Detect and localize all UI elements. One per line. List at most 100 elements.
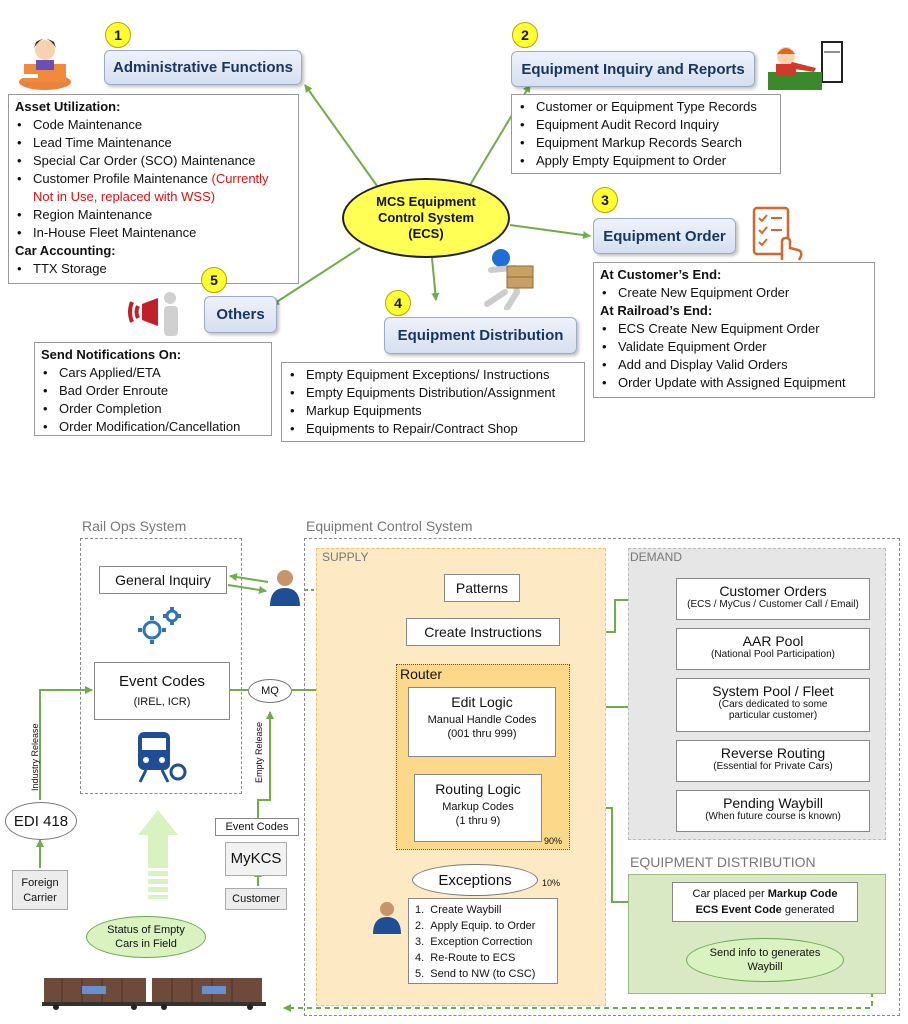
customer-profile-label: Customer Profile Maintenance <box>33 171 212 186</box>
user-icon <box>270 570 300 606</box>
routing-logic-sub1: Markup Codes <box>442 801 514 813</box>
send-notifications-heading: Send Notifications On: <box>41 347 182 362</box>
demand-title: AAR Pool <box>742 633 804 649</box>
equipment-distribution-label: EQUIPMENT DISTRIBUTION <box>630 854 816 870</box>
edit-logic-title: Edit Logic <box>451 694 513 710</box>
demand-sub: (When future course is known) <box>705 811 841 822</box>
ecs-event-line: ECS Event Code generated <box>695 904 835 916</box>
demand-item: Customer Orders (ECS / MyCus / Customer … <box>676 578 870 620</box>
demand-title: Pending Waybill <box>723 795 823 811</box>
gears-icon <box>138 607 181 644</box>
list-item: Customer Profile Maintenance (Currently … <box>15 170 292 206</box>
exception-step-4: 4. Re-Route to ECS <box>415 952 516 964</box>
routing-logic-title: Routing Logic <box>435 781 521 797</box>
delivery-person-icon <box>484 249 534 310</box>
supply-label: SUPPLY <box>322 550 369 564</box>
list-item: Validate Equipment Order <box>600 338 868 356</box>
list-item: Order Completion <box>41 400 265 418</box>
event-codes-sub: (IREL, ICR) <box>133 696 191 708</box>
arrow-to-general-inquiry <box>229 573 269 583</box>
exception-step-3: 3. Exception Correction <box>415 936 533 948</box>
demand-item: Reverse Routing (Essential for Private C… <box>676 740 870 782</box>
number-badge-5: 5 <box>201 267 227 293</box>
center-line-3: (ECS) <box>408 226 444 241</box>
rail-cars-image <box>42 978 266 1010</box>
arrow-to-others <box>271 247 361 306</box>
status-empty-cars-node: Status of Empty Cars in Field <box>86 916 206 958</box>
list-item: Markup Equipments <box>288 402 578 420</box>
administrative-functions-list: Asset Utilization: Code Maintenance Lead… <box>8 94 299 284</box>
arrow-to-order <box>509 224 591 240</box>
checklist-order-icon <box>752 206 803 261</box>
patterns-box: Patterns <box>444 574 520 602</box>
foreign-carrier-box: Foreign Carrier <box>12 870 68 910</box>
arrow-to-distribution <box>431 257 440 301</box>
demand-sub: (Cars dedicated to some particular custo… <box>718 699 828 721</box>
list-item: Empty Equipments Distribution/Assignment <box>288 384 578 402</box>
asset-utilization-heading: Asset Utilization: <box>15 99 121 114</box>
number-badge-3: 3 <box>592 187 618 213</box>
office-worker-icon <box>19 39 71 90</box>
train-gear-icon <box>138 732 187 783</box>
list-item: Order Modification/Cancellation <box>41 418 265 436</box>
list-item: Region Maintenance <box>15 206 292 224</box>
exceptions-node: Exceptions <box>412 864 538 896</box>
demand-item: Pending Waybill (When future course is k… <box>676 790 870 832</box>
equipment-inquiry-list: Customer or Equipment Type Records Equip… <box>511 94 781 174</box>
status-up-arrow <box>138 810 178 899</box>
list-item: Cars Applied/ETA <box>41 364 265 382</box>
rail-ops-system-label: Rail Ops System <box>82 518 187 534</box>
router-percent: 90% <box>544 836 563 846</box>
arrow-from-general-inquiry <box>227 584 267 594</box>
arrow-mykcs-to-mq <box>257 711 274 818</box>
ecs-label: Equipment Control System <box>306 518 473 534</box>
industry-release-label: Industry Release <box>30 723 40 791</box>
others-list: Send Notifications On: Cars Applied/ETA … <box>34 342 272 436</box>
center-line-2: Control System <box>377 210 475 225</box>
demand-item: AAR Pool (National Pool Participation) <box>676 628 870 670</box>
mykcs-box: MyKCS <box>225 842 287 876</box>
mq-node: MQ <box>248 679 292 703</box>
list-item: Special Car Order (SCO) Maintenance <box>15 152 292 170</box>
railroads-end-heading: At Railroad’s End: <box>600 303 713 318</box>
demand-label: DEMAND <box>630 550 683 564</box>
rail-ops-system-frame <box>80 538 242 794</box>
center-line-1: MCS Equipment <box>376 194 476 209</box>
list-item: Create New Equipment Order <box>600 284 868 302</box>
demand-sub: (National Pool Participation) <box>711 649 835 660</box>
others-title: Others <box>204 296 277 333</box>
equipment-order-title: Equipment Order <box>593 218 736 254</box>
routing-logic-box: Routing Logic Markup Codes (1 thru 9) <box>414 774 542 842</box>
number-badge-4: 4 <box>385 290 411 316</box>
list-item: Equipments to Repair/Contract Shop <box>288 420 578 438</box>
router-label: Router <box>400 666 443 682</box>
send-info-node: Send info to generates Waybill <box>686 938 844 982</box>
demand-title: Customer Orders <box>719 583 827 599</box>
demand-title: System Pool / Fleet <box>712 683 834 699</box>
event-codes-box: Event Codes (IREL, ICR) <box>94 662 230 720</box>
list-item: Empty Equipment Exceptions/ Instructions <box>288 366 578 384</box>
car-accounting-heading: Car Accounting: <box>15 243 116 258</box>
event-codes-label-box: Event Codes <box>215 818 299 836</box>
equipment-distribution-title: Equipment Distribution <box>384 317 577 354</box>
empty-release-label: Empty Release <box>254 721 264 783</box>
car-placed-box: Car placed per Markup Code ECS Event Cod… <box>672 882 858 922</box>
list-item: In-House Fleet Maintenance <box>15 224 292 242</box>
routing-logic-sub2: (1 thru 9) <box>455 815 501 827</box>
edit-logic-sub2: (001 thru 999) <box>447 728 517 740</box>
list-item: Lead Time Maintenance <box>15 134 292 152</box>
list-item: ECS Create New Equipment Order <box>600 320 868 338</box>
demand-sub: (Essential for Private Cars) <box>713 761 833 772</box>
user-icon <box>373 902 401 934</box>
number-badge-1: 1 <box>105 22 131 48</box>
equipment-order-list: At Customer’s End: Create New Equipment … <box>593 262 875 398</box>
computer-user-icon <box>768 41 843 90</box>
demand-title: Reverse Routing <box>720 745 826 761</box>
megaphone-person-icon <box>128 292 178 336</box>
list-item: Add and Display Valid Orders <box>600 356 868 374</box>
administrative-functions-title: Administrative Functions <box>104 50 302 85</box>
event-codes-title: Event Codes <box>119 673 205 690</box>
arrow-edi-to-event-codes <box>39 686 93 800</box>
general-inquiry-box: General Inquiry <box>99 566 227 594</box>
list-item: Equipment Markup Records Search <box>518 134 774 152</box>
